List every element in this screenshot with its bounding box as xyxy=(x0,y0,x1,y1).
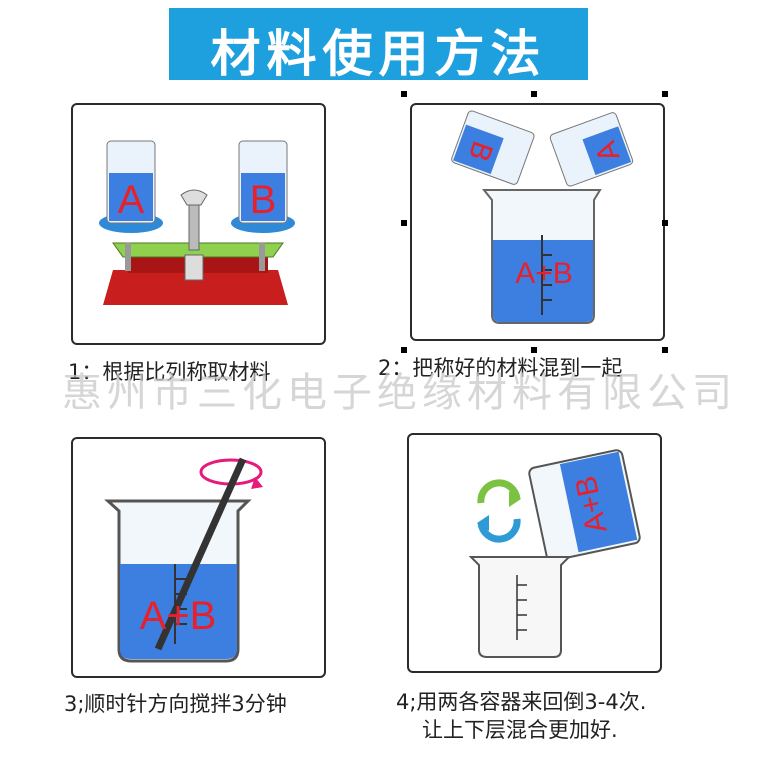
title-banner: 材料使用方法 xyxy=(169,8,588,83)
step-3-panel: A+B xyxy=(71,437,326,678)
step-2-caption: 2：把称好的材料混到一起 xyxy=(378,356,623,380)
pouring-illustration: B A A+B xyxy=(451,110,634,324)
label-ab: A+B xyxy=(140,594,217,638)
selection-handle[interactable] xyxy=(401,91,407,97)
page-title: 材料使用方法 xyxy=(210,25,547,83)
step-1-panel: A B xyxy=(71,103,326,345)
selection-handle[interactable] xyxy=(531,347,537,353)
balance-scale-illustration: A B xyxy=(99,140,295,305)
step-4-caption: 4;用两各容器来回倒3-4次. xyxy=(396,690,647,714)
selection-handle[interactable] xyxy=(662,347,668,353)
step-4-panel: A+B xyxy=(407,433,662,673)
selection-handle[interactable] xyxy=(662,220,668,226)
selection-handle[interactable] xyxy=(662,91,668,97)
step-4-caption-line2: 让上下层混合更加好. xyxy=(422,718,618,742)
selection-handle[interactable] xyxy=(531,91,537,97)
label-ab: A+B xyxy=(515,257,573,290)
step-3-caption: 3;顺时针方向搅拌3分钟 xyxy=(64,692,287,716)
label-b: B xyxy=(250,178,277,222)
label-a: A xyxy=(118,178,145,222)
selection-handle[interactable] xyxy=(401,347,407,353)
stirring-illustration: A+B xyxy=(104,457,263,663)
selection-handle[interactable] xyxy=(401,220,407,226)
step-1-caption: 1：根据比列称取材料 xyxy=(68,360,271,384)
step-2-panel: B A A+B xyxy=(410,103,665,341)
pouring-back-illustration: A+B xyxy=(468,449,641,658)
